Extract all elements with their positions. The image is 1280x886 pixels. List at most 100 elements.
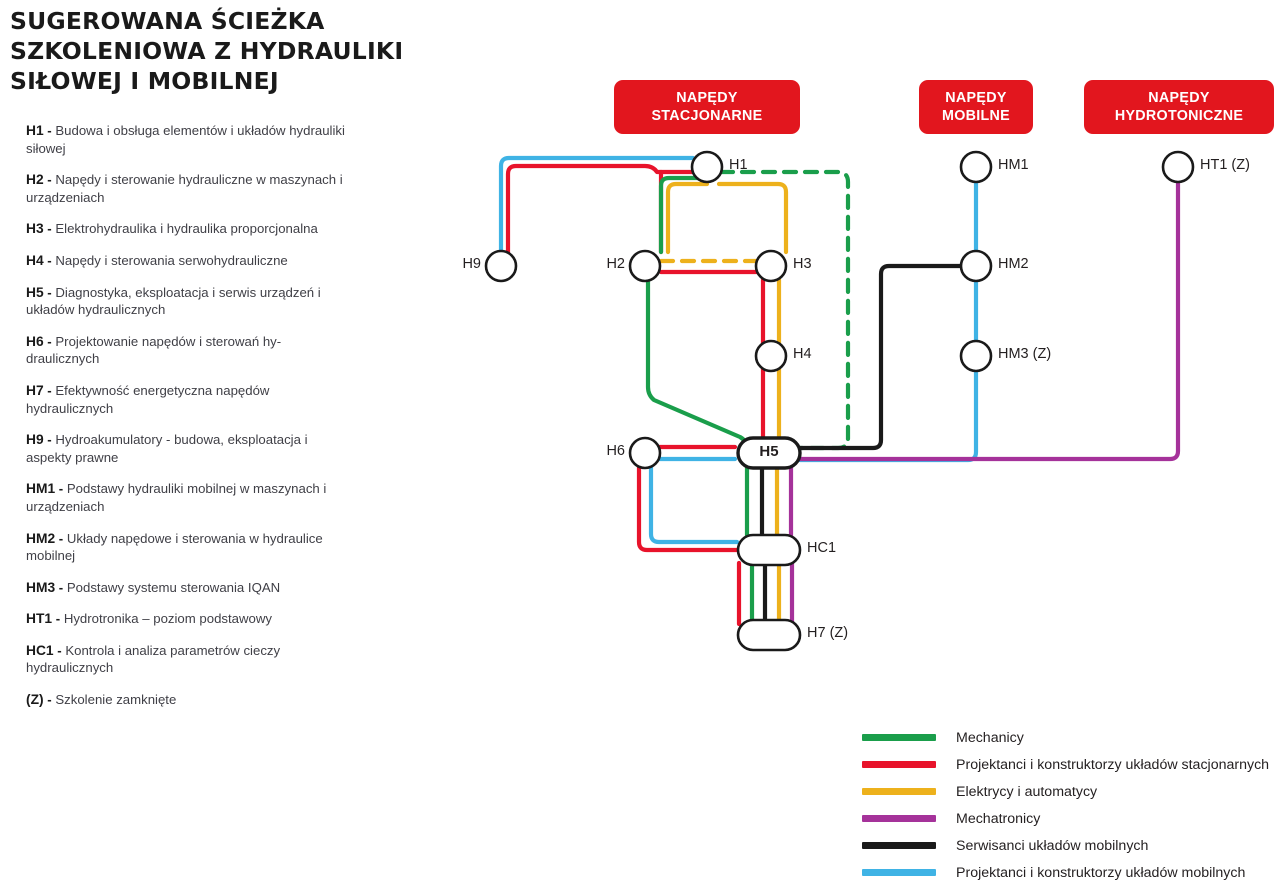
path-h6-hc1-stacjonarni xyxy=(636,463,740,553)
path-ht1-h5-mechatronicy xyxy=(797,178,1181,462)
node-label-hm2: HM2 xyxy=(998,256,1029,272)
color-legend-row: Serwisanci układów mobilnych xyxy=(862,832,1269,859)
node-label-h3: H3 xyxy=(793,256,812,272)
category-header-mobilne-line-1: NAPĘDY xyxy=(945,90,1007,106)
course-legend-item: HT1 - Hydrotronika – poziom podstawowy xyxy=(26,610,346,628)
path-h6-hc1-mobilni xyxy=(648,463,740,545)
node-h3[interactable] xyxy=(754,249,788,283)
course-code: H5 xyxy=(26,284,44,300)
node-h2[interactable] xyxy=(628,249,662,283)
course-legend-item: H6 - Projektowanie napędów i sterowań hy… xyxy=(26,333,346,368)
node-h9[interactable] xyxy=(484,249,518,283)
course-code: HT1 xyxy=(26,611,53,627)
course-legend-list: H1 - Budowa i obsługa elementów i układó… xyxy=(10,122,410,709)
node-label-h5: H5 xyxy=(759,443,779,460)
course-description: Kontrola i analiza parametrów cieczy hyd… xyxy=(26,642,281,676)
node-hm1[interactable] xyxy=(959,150,993,184)
course-code: HC1 xyxy=(26,642,54,658)
color-legend-row: Mechatronicy xyxy=(862,805,1269,832)
page-title-line-2: SZKOLENIOWA Z HYDRAULIKI xyxy=(10,37,404,65)
course-legend-item: HM3 - Podstawy systemu sterowania IQAN xyxy=(26,579,346,597)
course-code: H9 xyxy=(26,432,44,448)
color-legend-row: Projektanci i konstruktorzy układów mobi… xyxy=(862,859,1269,886)
course-legend-item: H3 - Elektrohydraulika i hydraulika prop… xyxy=(26,220,346,238)
course-dash: - xyxy=(43,284,56,300)
node-hm3[interactable] xyxy=(959,339,993,373)
course-description: Elektrohydraulika i hydraulika proporcjo… xyxy=(55,221,318,237)
node-label-h4: H4 xyxy=(793,346,812,362)
category-header-hydrotoniczne-line-2: HYDROTONICZNE xyxy=(1114,108,1244,124)
category-header-hydrotoniczne: NAPĘDY HYDROTONICZNE xyxy=(1084,80,1274,134)
color-legend-swatch xyxy=(862,815,936,822)
course-legend-item: H2 - Napędy i sterowanie hydrauliczne w … xyxy=(26,171,346,206)
node-label-h7: H7 (Z) xyxy=(807,625,849,641)
node-h4[interactable] xyxy=(754,339,788,373)
course-description: Podstawy systemu sterowania IQAN xyxy=(66,579,281,595)
category-header-stacjonarne: NAPĘDY STACJONARNE xyxy=(614,80,800,134)
course-description: Hydrotronika – poziom podstawowy xyxy=(63,611,272,627)
course-description: Budowa i obsługa elementów i układów hyd… xyxy=(26,123,345,156)
course-dash: - xyxy=(53,642,66,658)
node-hm2[interactable] xyxy=(959,249,993,283)
color-legend-swatch xyxy=(862,788,936,795)
course-code: HM3 xyxy=(26,579,56,595)
node-label-h9: H9 xyxy=(462,256,481,272)
category-header-hydrotoniczne-line-1: NAPĘDY xyxy=(1148,90,1210,106)
course-dash: - xyxy=(43,123,56,138)
color-legend-swatch xyxy=(862,761,936,768)
course-dash: - xyxy=(43,333,56,349)
course-description: Efektywność energetyczna napędów hydraul… xyxy=(26,382,270,416)
node-h7[interactable] xyxy=(736,618,802,652)
course-legend-item: H9 - Hydroakumulatory - budowa, eksploat… xyxy=(26,431,346,466)
course-dash: - xyxy=(55,579,67,595)
path-h1-h3-elektrycy xyxy=(716,181,789,255)
node-h6[interactable] xyxy=(628,436,662,470)
node-ht1[interactable] xyxy=(1161,150,1195,184)
node-label-h6: H6 xyxy=(606,443,625,459)
path-hm2-h5-serwisanci xyxy=(797,263,965,451)
course-legend-item: H1 - Budowa i obsługa elementów i układó… xyxy=(26,122,346,157)
path-h2-h5-mechanicy xyxy=(645,277,750,451)
node-hc1[interactable] xyxy=(736,533,802,567)
course-code: HM2 xyxy=(26,530,56,546)
course-description: Napędy i sterowania serwohydrauliczne xyxy=(55,252,288,268)
path-h9-h1-stacjonarni xyxy=(505,163,698,261)
node-h1[interactable] xyxy=(690,150,724,184)
course-legend-item: H7 - Efektywność energetyczna napędów hy… xyxy=(26,382,346,417)
course-code: H3 xyxy=(26,221,44,237)
node-label-hm3: HM3 (Z) xyxy=(998,346,1052,362)
course-code: H1 xyxy=(26,123,44,138)
course-description: Szkolenie zamknięte xyxy=(55,692,177,708)
node-glyph-group xyxy=(484,150,1195,652)
color-legend-swatch xyxy=(862,869,936,876)
course-legend-item: H5 - Diagnostyka, eksploatacja i serwis … xyxy=(26,284,346,319)
color-legend-label: Serwisanci układów mobilnych xyxy=(956,837,1149,854)
page-title-line-3: SIŁOWEJ I MOBILNEJ xyxy=(10,67,279,95)
node-h5[interactable] xyxy=(736,436,802,470)
color-legend-row: Elektrycy i automatycy xyxy=(862,778,1269,805)
course-code: H7 xyxy=(26,382,44,398)
path-hm2-h5-mobilni xyxy=(797,277,979,463)
color-legend-label: Mechanicy xyxy=(956,729,1024,746)
course-description: Projektowanie napędów i sterowań hy-drau… xyxy=(26,333,282,367)
path-h1-h2-elektrycy xyxy=(665,181,710,255)
path-h9-h1-mobilni xyxy=(498,155,696,255)
course-description: Podstawy hydrauliki mobilnej w maszynach… xyxy=(26,481,327,514)
course-legend-item: H4 - Napędy i sterowania serwohydraulicz… xyxy=(26,252,346,270)
course-code: (Z) xyxy=(26,692,44,708)
course-legend-item: HM2 - Układy napędowe i sterowania w hyd… xyxy=(26,530,346,565)
course-dash: - xyxy=(43,221,56,237)
course-dash: - xyxy=(43,382,56,398)
course-dash: - xyxy=(43,252,56,268)
category-header-mobilne: NAPĘDY MOBILNE xyxy=(919,80,1033,134)
color-legend-label: Mechatronicy xyxy=(956,810,1041,827)
page-title: SUGEROWANA ŚCIEŻKA SZKOLENIOWA Z HYDRAUL… xyxy=(10,6,410,96)
color-legend-swatch xyxy=(862,842,936,849)
category-header-stacjonarne-line-2: STACJONARNE xyxy=(651,108,763,124)
course-dash: - xyxy=(55,530,67,546)
left-panel: SUGEROWANA ŚCIEŻKA SZKOLENIOWA Z HYDRAUL… xyxy=(10,6,410,723)
category-header-stacjonarne-line-1: NAPĘDY xyxy=(676,90,738,106)
node-label-ht1: HT1 (Z) xyxy=(1200,157,1250,173)
